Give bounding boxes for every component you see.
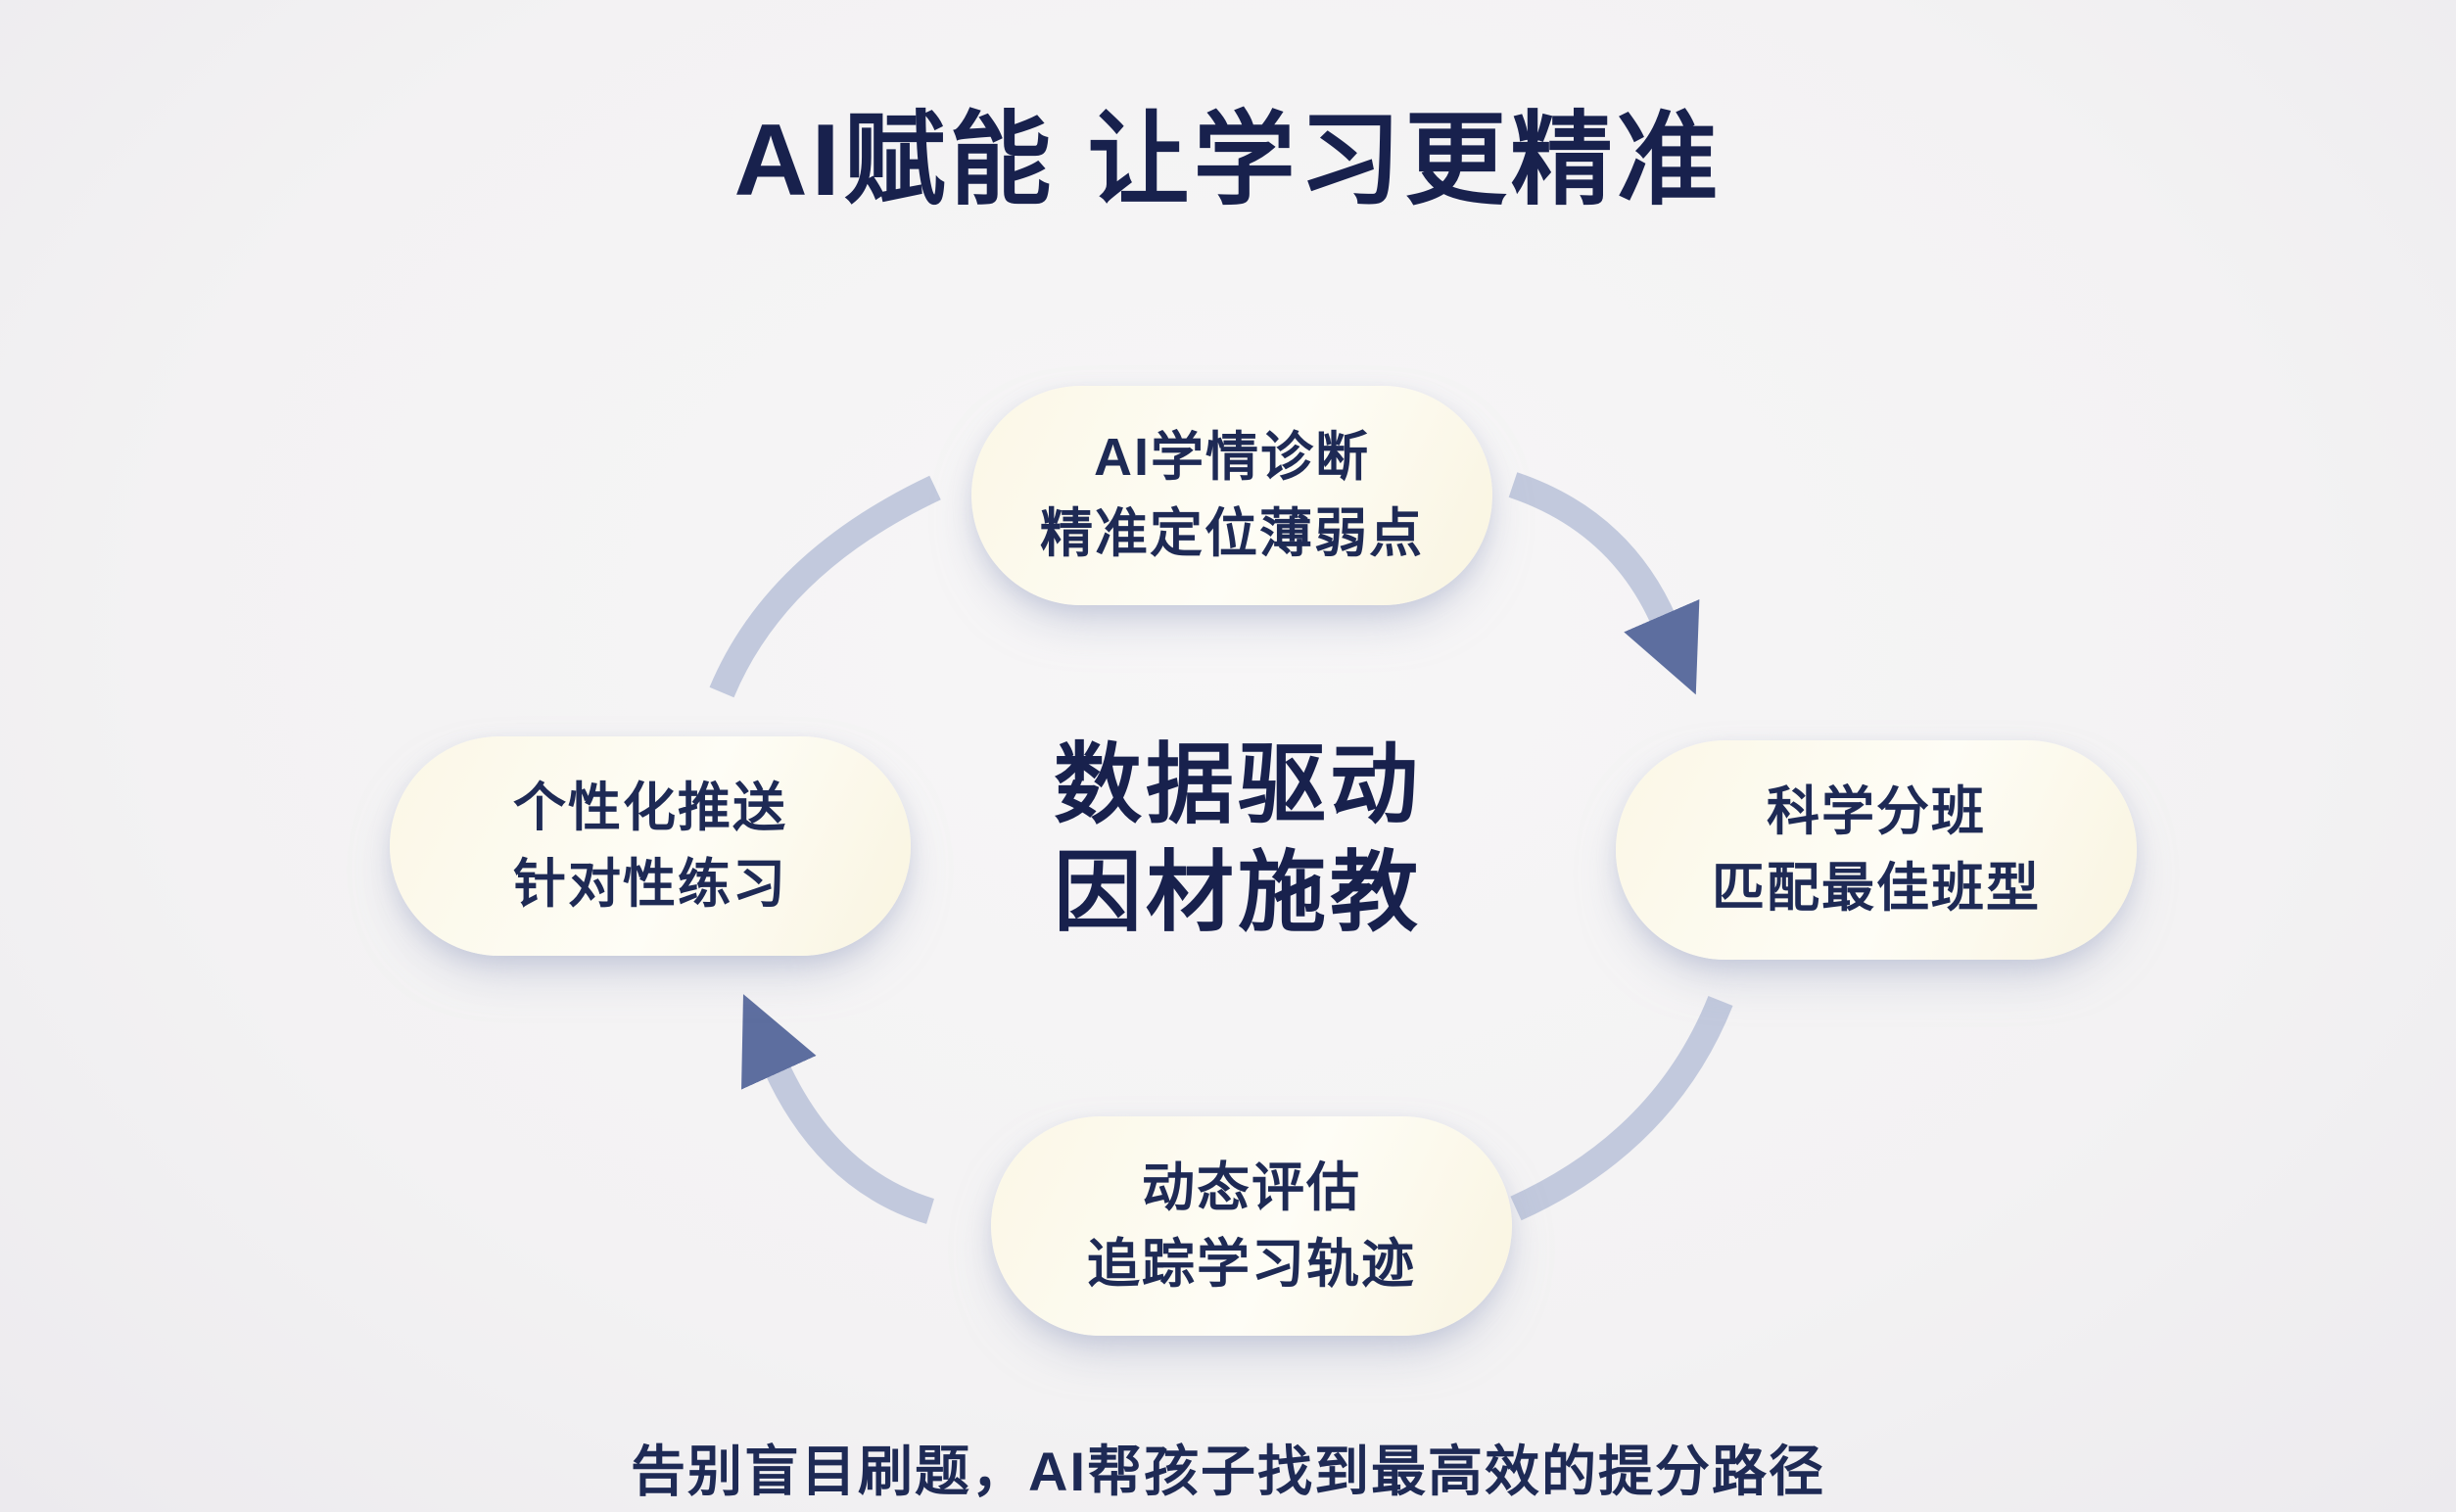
arc-left-to-top	[709, 475, 941, 698]
center-line: 因材施教	[1054, 843, 1422, 942]
node-line: 科学分班	[1767, 781, 1986, 841]
center-label: 数据驱动 因材施教	[934, 732, 1541, 948]
node-ai-diagnosis: AI学情诊断 精准定位薄弱点	[971, 386, 1492, 605]
arc-bottom-to-left	[741, 994, 935, 1224]
node-class-placement: 科学分班 匹配最佳班型	[1616, 740, 2137, 960]
center-line: 数据驱动	[1054, 736, 1422, 834]
caption: 告别盲目刷题，AI帮孩子找到最高效的提分路径	[631, 1441, 1825, 1502]
node-line: 针对性练习	[513, 855, 787, 914]
page-title: AI赋能 让学习更精准	[733, 104, 1723, 217]
node-line: 个性化推送	[513, 778, 787, 837]
node-line: 追踪学习轨迹	[1087, 1235, 1416, 1294]
node-line: 精准定位薄弱点	[1040, 504, 1424, 563]
node-dynamic-assessment: 动态评估 追踪学习轨迹	[991, 1116, 1512, 1336]
arc-right-to-bottom	[1510, 995, 1733, 1221]
node-line: 动态评估	[1142, 1158, 1361, 1217]
node-personalized-push: 个性化推送 针对性练习	[390, 736, 911, 956]
arc-top-to-right	[1508, 472, 1700, 695]
node-line: 匹配最佳班型	[1712, 859, 2041, 918]
node-line: AI学情诊断	[1094, 427, 1370, 487]
